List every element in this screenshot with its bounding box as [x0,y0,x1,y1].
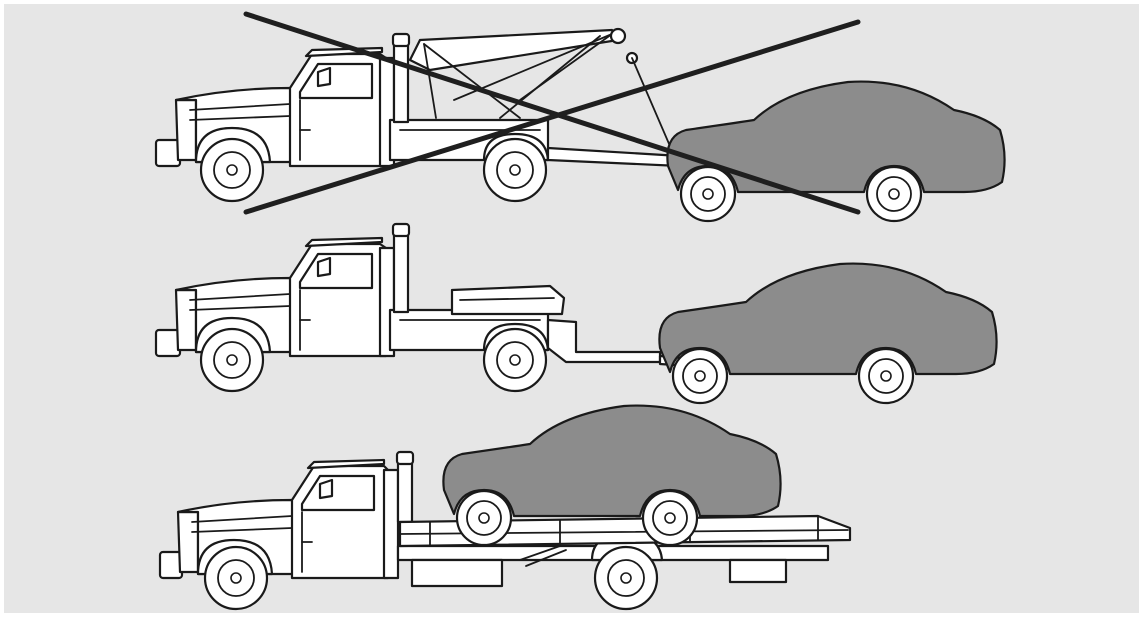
towing-methods-diagram [0,0,1143,617]
diagram-canvas [0,0,1143,617]
